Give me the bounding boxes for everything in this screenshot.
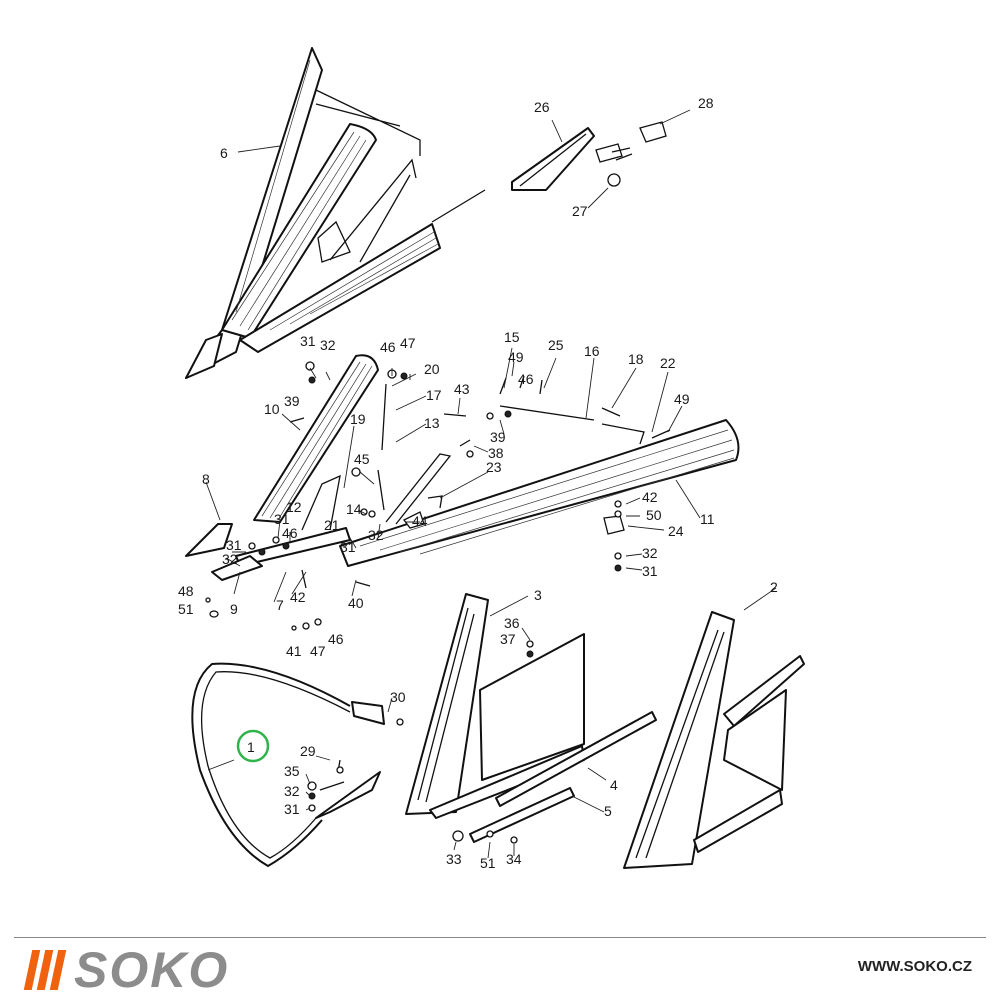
- website-url[interactable]: WWW.SOKO.CZ: [857, 958, 972, 975]
- label-46-c: 46: [282, 525, 298, 541]
- label-45: 45: [354, 451, 370, 467]
- label-32-b: 32: [642, 545, 658, 561]
- label-24: 24: [668, 523, 684, 539]
- label-15: 15: [504, 329, 520, 345]
- label-16: 16: [584, 343, 600, 359]
- label-43: 43: [454, 381, 470, 397]
- label-23: 23: [486, 459, 502, 475]
- label-39-b: 39: [490, 429, 506, 445]
- label-12: 12: [286, 499, 302, 515]
- label-47-b: 47: [310, 643, 326, 659]
- label-40: 40: [348, 595, 364, 611]
- label-38: 38: [488, 445, 504, 461]
- label-37: 37: [500, 631, 516, 647]
- label-29: 29: [300, 743, 316, 759]
- label-30: 30: [390, 689, 406, 705]
- label-44: 44: [412, 513, 428, 529]
- leader-lines: [205, 109, 777, 859]
- label-33: 33: [446, 851, 462, 867]
- logo-text: SOKO: [74, 942, 230, 998]
- label-46-d: 46: [328, 631, 344, 647]
- footer-divider: [14, 937, 986, 938]
- label-19: 19: [350, 411, 366, 427]
- label-31-a: 31: [300, 333, 316, 349]
- label-31-c: 31: [274, 511, 290, 527]
- label-41: 41: [286, 643, 302, 659]
- label-27: 27: [572, 203, 588, 219]
- label-36: 36: [504, 615, 520, 631]
- label-14: 14: [346, 501, 362, 517]
- label-2: 2: [770, 579, 778, 595]
- label-39-a: 39: [284, 393, 300, 409]
- label-32-e: 32: [284, 783, 300, 799]
- label-18: 18: [628, 351, 644, 367]
- label-32-a: 32: [320, 337, 336, 353]
- label-11: 11: [700, 511, 715, 527]
- label-51-a: 51: [178, 601, 194, 617]
- label-25: 25: [548, 337, 564, 353]
- label-22: 22: [660, 355, 676, 371]
- label-26: 26: [534, 99, 550, 115]
- part-number-labels: 6 26 28 27 31 32 46 47 20 17 43 39 10 19…: [178, 95, 778, 871]
- label-9: 9: [230, 601, 238, 617]
- logo-bars-icon: [23, 950, 67, 990]
- label-31-f: 31: [284, 801, 300, 817]
- label-31-e: 31: [340, 539, 356, 555]
- label-49-b: 49: [674, 391, 690, 407]
- divider-assembly-top: [185, 47, 486, 379]
- logo-bar: [49, 950, 67, 990]
- label-47-a: 47: [400, 335, 416, 351]
- side-plate-2: [623, 611, 805, 869]
- soko-logo: SOKO: [23, 942, 230, 998]
- label-49-a: 49: [508, 349, 524, 365]
- label-1: 1: [247, 739, 255, 755]
- label-34: 34: [506, 851, 522, 867]
- side-plate-3: [405, 593, 585, 819]
- label-50: 50: [646, 507, 662, 523]
- label-7: 7: [276, 597, 284, 613]
- label-32-c: 32: [222, 551, 238, 567]
- label-46-a: 46: [380, 339, 396, 355]
- part-1-curved-rod: [191, 662, 385, 867]
- label-17: 17: [426, 387, 442, 403]
- label-5: 5: [604, 803, 612, 819]
- label-51-b: 51: [480, 855, 496, 871]
- rods-4-5: [307, 640, 657, 844]
- label-32-d: 32: [368, 527, 384, 543]
- label-48: 48: [178, 583, 194, 599]
- label-31-b: 31: [642, 563, 658, 579]
- label-20: 20: [424, 361, 440, 377]
- label-8: 8: [202, 471, 210, 487]
- label-4: 4: [610, 777, 618, 793]
- label-3: 3: [534, 587, 542, 603]
- frame-assembly-middle: [185, 354, 740, 631]
- label-42-a: 42: [642, 489, 658, 505]
- label-21: 21: [324, 517, 340, 533]
- label-35: 35: [284, 763, 300, 779]
- label-42-b: 42: [290, 589, 306, 605]
- label-13: 13: [424, 415, 440, 431]
- label-6: 6: [220, 145, 228, 161]
- label-28: 28: [698, 95, 714, 111]
- label-46-b: 46: [518, 371, 534, 387]
- small-bracket-parts: [511, 121, 667, 191]
- highlight-circle: [236, 729, 270, 763]
- label-10: 10: [264, 401, 280, 417]
- label-31-d: 31: [226, 537, 242, 553]
